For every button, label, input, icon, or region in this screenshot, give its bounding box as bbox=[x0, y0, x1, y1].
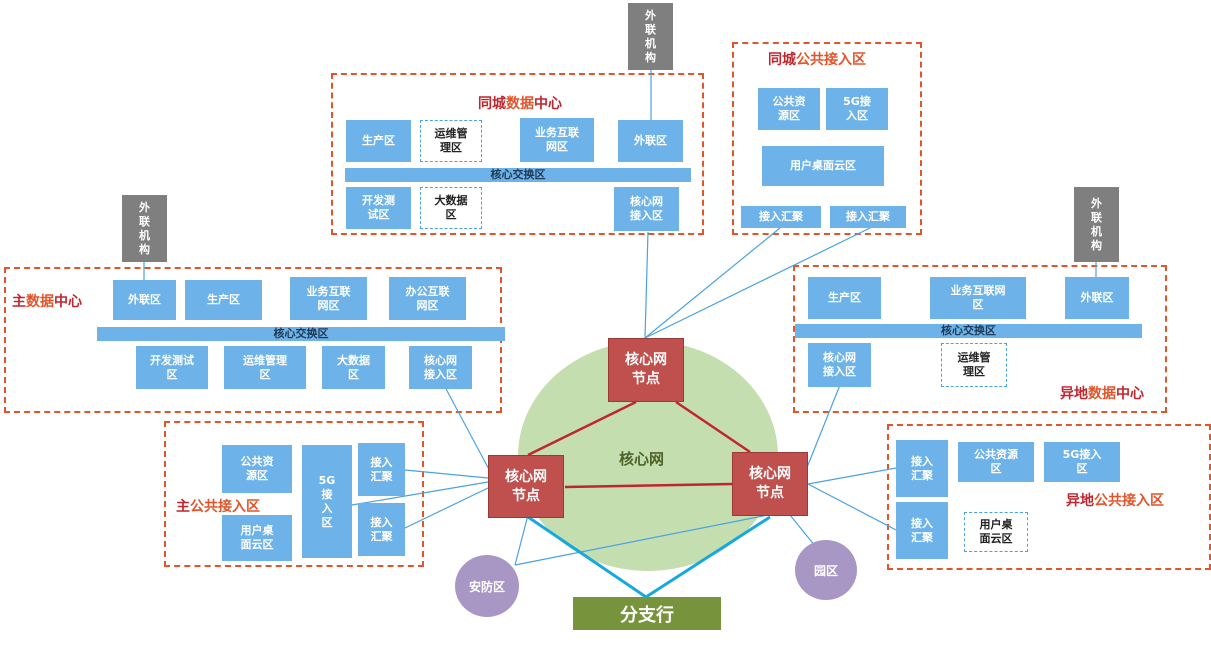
link-tc-access bbox=[644, 231, 649, 339]
tongcheng-datacenter-title: 同城数据中心 bbox=[478, 96, 562, 112]
core-link-top-right bbox=[675, 400, 751, 454]
remote-vdi-zone[interactable]: 用户桌 面云区 bbox=[964, 512, 1028, 552]
main-devtest-zone[interactable]: 开发测试 区 bbox=[136, 346, 208, 389]
main-datacenter-title: 主数据中心 bbox=[12, 294, 82, 310]
main-core-switch-bar: 核心交换区 bbox=[97, 327, 505, 341]
tongcheng-devtest-zone[interactable]: 开发测 试区 bbox=[346, 187, 411, 229]
main-access-aggregation-2[interactable]: 接入 汇聚 bbox=[358, 503, 405, 556]
tongcheng-core-access-zone[interactable]: 核心网 接入区 bbox=[614, 187, 679, 231]
core-node-right[interactable]: 核心网 节点 bbox=[732, 452, 808, 516]
tongcheng-business-internet-zone[interactable]: 业务互联 网区 bbox=[520, 118, 594, 162]
remote-ops-zone[interactable]: 运维管 理区 bbox=[941, 343, 1007, 387]
link-mp-5g bbox=[351, 481, 489, 506]
tongcheng-vdi-zone[interactable]: 用户桌面云区 bbox=[762, 146, 884, 186]
remote-production-zone[interactable]: 生产区 bbox=[808, 277, 881, 319]
link-branch-right bbox=[645, 515, 771, 599]
main-business-internet-zone[interactable]: 业务互联 网区 bbox=[290, 277, 367, 320]
tongcheng-public-access-title: 同城公共接入区 bbox=[768, 52, 866, 68]
main-public-resource-zone[interactable]: 公共资 源区 bbox=[222, 445, 292, 493]
tongcheng-datacenter-zone bbox=[331, 73, 704, 235]
core-link-bottom bbox=[564, 482, 733, 489]
main-5g-access-zone[interactable]: 5G 接 入 区 bbox=[302, 445, 352, 558]
link-mp-agg2 bbox=[404, 487, 489, 529]
core-link-top-left bbox=[527, 400, 637, 457]
tongcheng-access-aggregation-2[interactable]: 接入汇聚 bbox=[830, 206, 906, 228]
main-public-access-title: 主公共接入区 bbox=[176, 499, 260, 515]
security-zone-circle[interactable]: 安防区 bbox=[455, 555, 519, 617]
remote-access-aggregation-2[interactable]: 接入 汇聚 bbox=[896, 502, 948, 559]
branch-box[interactable]: 分支行 bbox=[573, 597, 721, 630]
link-security-left bbox=[514, 514, 529, 566]
remote-datacenter-title: 异地数据中心 bbox=[1060, 386, 1144, 402]
tongcheng-ops-zone[interactable]: 运维管 理区 bbox=[420, 120, 482, 162]
main-extranet-zone[interactable]: 外联区 bbox=[113, 280, 176, 320]
link-security-right bbox=[514, 514, 769, 566]
tongcheng-access-aggregation-1[interactable]: 接入汇聚 bbox=[741, 206, 821, 228]
tongcheng-external-org[interactable]: 外 联 机 构 bbox=[628, 3, 673, 70]
remote-access-aggregation-1[interactable]: 接入 汇聚 bbox=[896, 440, 948, 497]
main-vdi-zone[interactable]: 用户桌 面云区 bbox=[222, 515, 292, 561]
campus-circle[interactable]: 园区 bbox=[795, 540, 857, 600]
link-tcp-agg1 bbox=[644, 227, 781, 339]
tongcheng-bigdata-zone[interactable]: 大数据 区 bbox=[420, 187, 482, 229]
core-node-left[interactable]: 核心网 节点 bbox=[488, 455, 564, 518]
main-core-access-zone[interactable]: 核心网 接入区 bbox=[409, 346, 472, 389]
main-office-internet-zone[interactable]: 办公互联 网区 bbox=[389, 277, 466, 320]
link-mp-agg1 bbox=[404, 469, 489, 479]
link-branch-left bbox=[527, 515, 647, 599]
remote-core-switch-bar: 核心交换区 bbox=[795, 324, 1142, 338]
tongcheng-5g-access-zone[interactable]: 5G接 入区 bbox=[826, 88, 888, 130]
tongcheng-core-switch-bar: 核心交换区 bbox=[345, 168, 691, 182]
main-production-zone[interactable]: 生产区 bbox=[185, 280, 262, 320]
main-access-aggregation-1[interactable]: 接入 汇聚 bbox=[358, 443, 405, 496]
link-tcp-agg2 bbox=[644, 227, 871, 339]
remote-5g-access-zone[interactable]: 5G接入 区 bbox=[1044, 442, 1120, 482]
core-network-label: 核心网 bbox=[619, 450, 665, 468]
main-ops-zone[interactable]: 运维管理 区 bbox=[224, 346, 306, 389]
core-node-top[interactable]: 核心网 节点 bbox=[608, 338, 684, 402]
remote-business-internet-zone[interactable]: 业务互联网 区 bbox=[930, 277, 1026, 319]
core-network-ellipse bbox=[518, 341, 778, 571]
remote-datacenter-zone bbox=[793, 265, 1167, 413]
remote-public-resource-zone[interactable]: 公共资源 区 bbox=[958, 442, 1034, 482]
tongcheng-public-access-zone bbox=[732, 42, 922, 235]
main-bigdata-zone[interactable]: 大数据 区 bbox=[322, 346, 385, 389]
remote-core-access-zone[interactable]: 核心网 接入区 bbox=[808, 343, 871, 387]
remote-public-access-zone bbox=[887, 424, 1211, 570]
tongcheng-production-zone[interactable]: 生产区 bbox=[346, 120, 411, 162]
link-rp-agg1 bbox=[807, 467, 897, 485]
remote-extranet-zone[interactable]: 外联区 bbox=[1065, 277, 1129, 319]
tongcheng-extranet-zone[interactable]: 外联区 bbox=[618, 120, 683, 162]
main-public-access-zone bbox=[164, 421, 424, 567]
main-external-org[interactable]: 外 联 机 构 bbox=[122, 195, 167, 262]
remote-public-access-title: 异地公共接入区 bbox=[1066, 493, 1164, 509]
tongcheng-public-resource-zone[interactable]: 公共资 源区 bbox=[758, 88, 820, 130]
remote-external-org[interactable]: 外 联 机 构 bbox=[1074, 187, 1119, 262]
link-rp-agg2 bbox=[807, 483, 897, 531]
